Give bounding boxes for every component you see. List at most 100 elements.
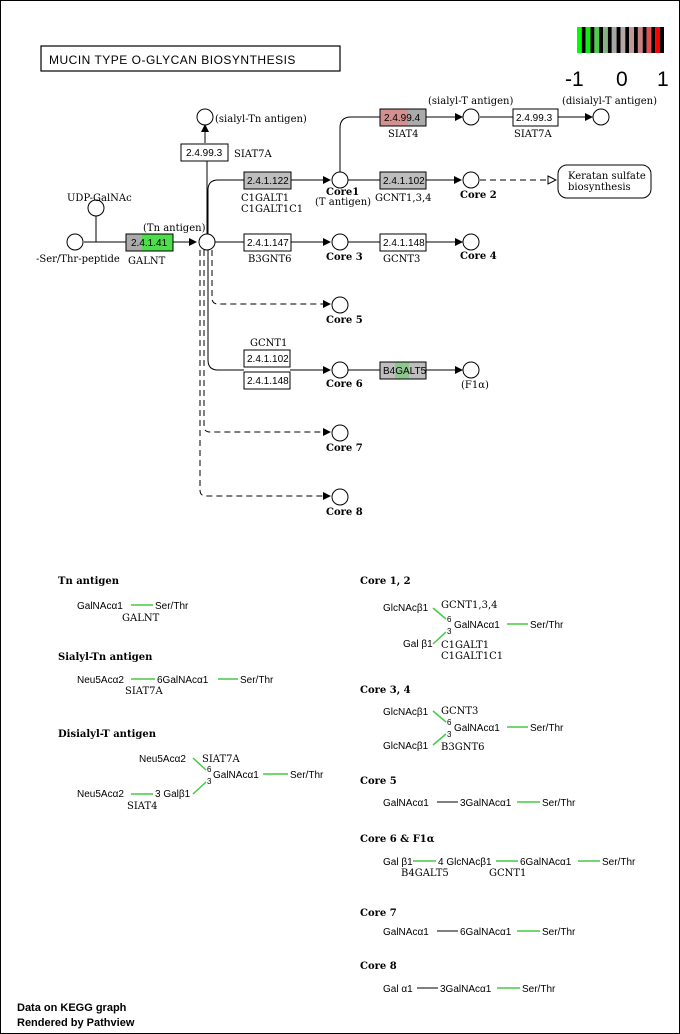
label-sialyl-t: (sialyl-T antigen) <box>428 96 513 107</box>
label-core3: Core 3 <box>326 252 363 263</box>
gene-gcnt3: GCNT3 <box>383 254 420 265</box>
compound-sialyl-t-antigen[interactable] <box>462 108 480 126</box>
compound-core8[interactable] <box>331 488 349 506</box>
ec-gcnt1-b: 2.4.1.148 <box>247 376 289 387</box>
c5-r2: 3GalNAcα1 <box>460 798 512 809</box>
gene-galnt: GALNT <box>128 256 166 267</box>
pathway-edges <box>84 113 593 374</box>
label-core7: Core 7 <box>326 443 363 454</box>
legend-swatch-gap <box>642 27 647 53</box>
legend-swatch <box>577 27 582 53</box>
enzyme-c1galt1[interactable]: 2.4.1.122 C1GALT1 C1GALT1C1 <box>241 171 303 215</box>
enzyme-b3gnt6[interactable]: 2.4.1.147 B3GNT6 <box>243 233 292 265</box>
legend-swatch-gap <box>660 27 664 53</box>
legend-swatch-gap <box>599 27 604 53</box>
c7-r2: 6GalNAcα1 <box>460 927 512 938</box>
legend-swatch-gap <box>651 27 656 53</box>
enzyme-siat4[interactable]: 2.4.99.4 SIAT4 <box>379 108 427 140</box>
c34-gene-top: GCNT3 <box>441 706 478 717</box>
legend-swatch <box>594 27 600 53</box>
dst-six: 6 <box>207 765 212 774</box>
legend-swatch-gap <box>633 27 638 53</box>
compound-f1a[interactable] <box>462 361 480 379</box>
enzyme-gcnt1[interactable]: GCNT1 2.4.1.102 2.4.1.148 <box>243 338 291 390</box>
pathway-dashed-edges <box>199 180 556 500</box>
footer-line1: Data on KEGG graph <box>17 1002 127 1014</box>
legend-label-max: 1 <box>657 68 669 91</box>
color-legend: -1 0 1 <box>565 27 669 91</box>
dst-center: GalNAcα1 <box>213 770 259 781</box>
c12-gene-top: GCNT1,3,4 <box>441 600 498 611</box>
label-b4galt5: B4GALT5 <box>383 366 427 377</box>
heading-disialyl-t: Disialyl-T antigen <box>58 729 157 740</box>
map-link-keratan-sulfate[interactable]: Keratan sulfate biosynthesis <box>557 164 652 199</box>
label-ser-thr-peptide: -Ser/Thr-peptide <box>36 254 120 265</box>
compound-core5[interactable] <box>331 296 349 314</box>
glycan-plain-links <box>417 801 458 989</box>
c6-gene1: B4GALT5 <box>401 868 449 879</box>
compound-core1[interactable] <box>331 171 349 189</box>
enzyme-galnt[interactable]: 2.4.1.41 GALNT <box>125 233 174 267</box>
enzyme-siat7a-tn[interactable]: 2.4.99.3 SIAT7A <box>180 143 273 162</box>
compound-disialyl-t-antigen[interactable] <box>592 108 610 126</box>
dst-three: 3 <box>207 777 212 786</box>
c12-gene-bot1: C1GALT1 <box>441 640 489 651</box>
heading-core12: Core 1, 2 <box>360 576 411 587</box>
legend-swatch-gap <box>616 27 621 53</box>
legend-swatch <box>629 27 634 53</box>
legend-swatch <box>655 27 661 53</box>
dst-end: Ser/Thr <box>290 770 324 781</box>
compound-sialyl-tn-antigen[interactable] <box>196 108 214 126</box>
stn-residue-2: 6GalNAcα1 <box>157 675 209 686</box>
dst-top: Neu5Acα2 <box>139 754 186 765</box>
gene-c1galt1: C1GALT1 <box>241 193 289 204</box>
enzyme-gcnt3[interactable]: 2.4.1.148 GCNT3 <box>379 233 427 265</box>
stn-residue-3: Ser/Thr <box>240 675 274 686</box>
c5-r1: GalNAcα1 <box>383 798 429 809</box>
legend-swatch-gap <box>607 27 612 53</box>
legend-swatch <box>646 27 652 53</box>
footer-line2: Rendered by Pathview <box>17 1017 135 1029</box>
gene-siat7a-tn: SIAT7A <box>234 149 273 160</box>
compound-core7[interactable] <box>331 424 349 442</box>
ec-gcnt134: 2.4.1.102 <box>383 176 425 187</box>
label-core4: Core 4 <box>460 251 497 262</box>
c34-gene-bot: B3GNT6 <box>441 742 484 753</box>
enzyme-siat7a-t[interactable]: 2.4.99.3 SIAT7A <box>512 108 559 140</box>
c12-bot: Gal β1 <box>403 639 433 650</box>
c12-end: Ser/Thr <box>530 620 564 631</box>
heading-core5: Core 5 <box>360 776 397 787</box>
heading-tn: Tn antigen <box>58 576 120 587</box>
compound-core6[interactable] <box>331 361 349 379</box>
compound-core4[interactable] <box>462 233 480 251</box>
enzyme-b4galt5[interactable]: B4GALT5 <box>379 361 427 380</box>
footer: Data on KEGG graph Rendered by Pathview <box>17 1002 135 1029</box>
stn-residue-1: Neu5Acα2 <box>77 675 124 686</box>
c6-gene2: GCNT1 <box>489 868 526 879</box>
c12-gene-bot2: C1GALT1C1 <box>441 651 503 662</box>
c12-top: GlcNAcβ1 <box>383 603 429 614</box>
label-tn-antigen: (Tn antigen) <box>143 223 206 234</box>
gene-gcnt134: GCNT1,3,4 <box>375 193 432 204</box>
enzyme-gcnt134[interactable]: 2.4.1.102 GCNT1,3,4 <box>375 171 432 204</box>
compound-tn-antigen[interactable] <box>198 233 216 251</box>
compound-udp-galnac[interactable] <box>87 199 105 217</box>
legend-color-bar <box>577 27 664 53</box>
label-core5: Core 5 <box>326 315 363 326</box>
c12-six: 6 <box>447 615 452 624</box>
ec-c1galt1: 2.4.1.122 <box>247 176 289 187</box>
heading-core7: Core 7 <box>360 908 397 919</box>
label-sialyl-tn: (sialyl-Tn antigen) <box>215 114 307 125</box>
compound-core2[interactable] <box>462 171 480 189</box>
compound-core3[interactable] <box>331 233 349 251</box>
c34-top: GlcNAcβ1 <box>383 707 429 718</box>
ec-siat4: 2.4.99.4 <box>384 113 421 124</box>
ec-siat7a-tn: 2.4.99.3 <box>186 148 223 159</box>
label-disialyl-t: (disialyl-T antigen) <box>562 96 657 107</box>
map-title-text: MUCIN TYPE O-GLYCAN BIOSYNTHESIS <box>49 53 296 67</box>
keratan-line2: biosynthesis <box>568 182 631 193</box>
compound-ser-thr-peptide[interactable] <box>66 233 84 251</box>
ec-galnt: 2.4.1.41 <box>131 238 168 249</box>
dst-gene-top: SIAT7A <box>202 754 241 765</box>
ec-gcnt3: 2.4.1.148 <box>383 238 425 249</box>
